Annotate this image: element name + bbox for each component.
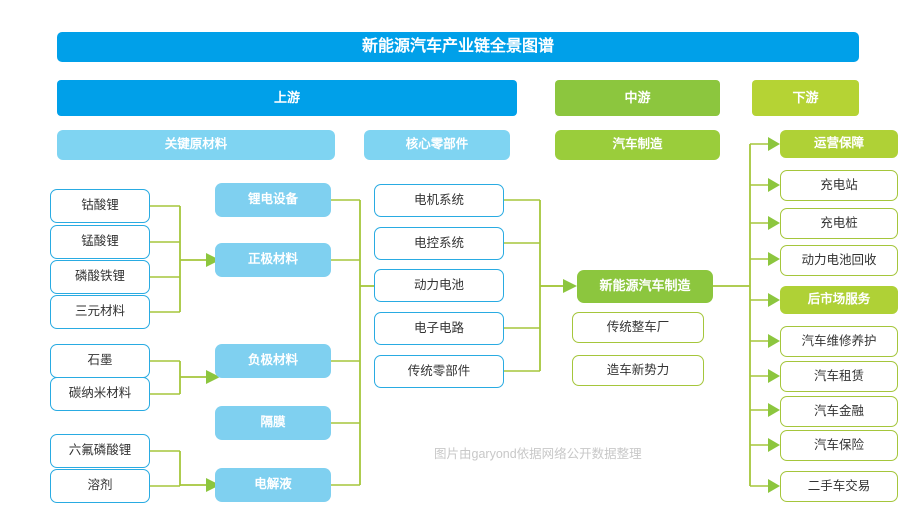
raw-material-box[interactable]: 三元材料: [50, 295, 150, 329]
core-component-box[interactable]: 电控系统: [374, 227, 504, 260]
core-component-box[interactable]: 动力电池: [374, 269, 504, 302]
battery-material-box[interactable]: 正极材料: [215, 243, 331, 277]
raw-material-box[interactable]: 磷酸铁锂: [50, 260, 150, 294]
downstream-item-box[interactable]: 充电桩: [780, 208, 898, 239]
downstream-item-box[interactable]: 汽车金融: [780, 396, 898, 427]
raw-material-box[interactable]: 钴酸锂: [50, 189, 150, 223]
raw-material-box[interactable]: 碳纳米材料: [50, 377, 150, 411]
downstream-item-box[interactable]: 动力电池回收: [780, 245, 898, 276]
raw-material-box[interactable]: 石墨: [50, 344, 150, 378]
core-component-box[interactable]: 电子电路: [374, 312, 504, 345]
battery-material-box[interactable]: 电解液: [215, 468, 331, 502]
core-component-box[interactable]: 传统零部件: [374, 355, 504, 388]
downstream-item-box[interactable]: 汽车维修养护: [780, 326, 898, 357]
watermark-text: 图片由garyond依据网络公开数据整理: [434, 447, 642, 461]
downstream-group-operations: 运营保障: [780, 130, 898, 158]
battery-material-box[interactable]: 隔膜: [215, 406, 331, 440]
core-component-box[interactable]: 电机系统: [374, 184, 504, 217]
section-header-raw-materials: 关键原材料: [57, 130, 335, 160]
vehicle-maker-box[interactable]: 传统整车厂: [572, 312, 704, 343]
stage-bar-midstream: 中游: [555, 80, 720, 116]
vehicle-maker-box[interactable]: 造车新势力: [572, 355, 704, 386]
downstream-item-box[interactable]: 汽车保险: [780, 430, 898, 461]
stage-bar-downstream: 下游: [752, 80, 859, 116]
raw-material-box[interactable]: 溶剂: [50, 469, 150, 503]
battery-material-box[interactable]: 锂电设备: [215, 183, 331, 217]
downstream-item-box[interactable]: 二手车交易: [780, 471, 898, 502]
page-title: 新能源汽车产业链全景图谱: [57, 32, 859, 62]
downstream-item-box[interactable]: 充电站: [780, 170, 898, 201]
stage-bar-upstream: 上游: [57, 80, 517, 116]
manufacturing-hub[interactable]: 新能源汽车制造: [577, 270, 713, 303]
battery-material-box[interactable]: 负极材料: [215, 344, 331, 378]
section-header-vehicle-manufacturing: 汽车制造: [555, 130, 720, 160]
raw-material-box[interactable]: 锰酸锂: [50, 225, 150, 259]
section-header-core-components: 核心零部件: [364, 130, 510, 160]
raw-material-box[interactable]: 六氟磷酸锂: [50, 434, 150, 468]
downstream-group-aftermarket: 后市场服务: [780, 286, 898, 314]
downstream-item-box[interactable]: 汽车租赁: [780, 361, 898, 392]
